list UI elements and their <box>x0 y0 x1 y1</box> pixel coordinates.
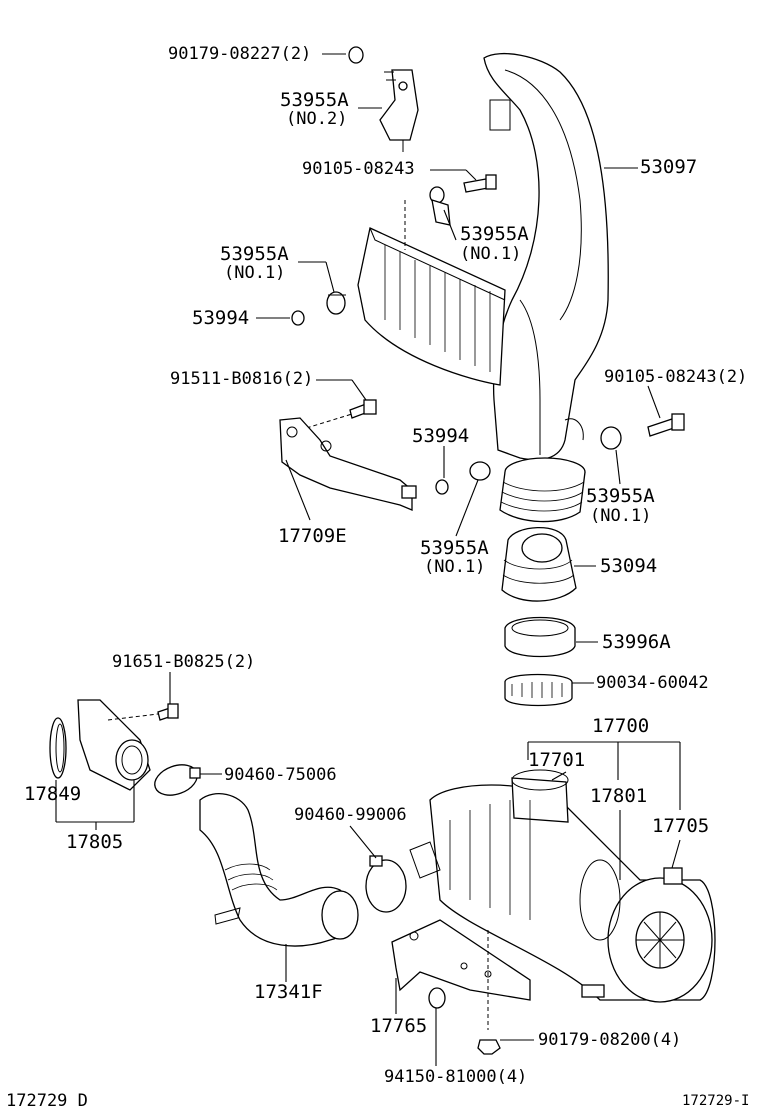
label-91651-b0825: 91651-B0825(2) <box>112 652 256 672</box>
label-17709e: 17709E <box>278 525 347 547</box>
washer-53994-lower <box>435 479 449 495</box>
label-53094: 53094 <box>600 555 658 577</box>
label-17701: 17701 <box>528 749 586 771</box>
label-90034-60042: 90034-60042 <box>596 673 709 693</box>
grommet-53955a-no1-upper <box>429 186 451 226</box>
bolt-90105-08243 <box>463 174 497 193</box>
label-53955a-no1-c-sub: (NO.1) <box>424 557 486 577</box>
label-17705: 17705 <box>652 815 710 837</box>
heat-shield <box>357 227 506 386</box>
label-53955a-no1-d-sub: (NO.1) <box>590 506 652 526</box>
bracket-53955a-no2 <box>379 69 419 152</box>
label-90105-08243: 90105-08243 <box>302 159 415 179</box>
label-17805: 17805 <box>66 831 124 853</box>
grommet-53955a-no1-right <box>600 426 622 450</box>
label-90179-08227: 90179-08227(2) <box>168 44 312 64</box>
label-17801: 17801 <box>590 785 648 807</box>
grommet-53955a-no1-left <box>326 291 346 315</box>
grommet-53955a-no1-mid <box>469 461 491 481</box>
nut-90179-08200 <box>477 1039 501 1055</box>
bolt-90105-08243-2 <box>647 413 685 437</box>
label-53955a-no2-sub: (NO.2) <box>286 109 348 129</box>
clamp-90460-99006 <box>365 855 407 913</box>
label-53996a: 53996A <box>602 631 671 653</box>
gasket-17849 <box>49 717 67 779</box>
label-90105-08243-2: 90105-08243(2) <box>604 367 748 387</box>
label-53955a-no1-d: 53955A <box>586 485 655 507</box>
label-17849: 17849 <box>24 783 82 805</box>
bracket-17765 <box>391 919 531 1001</box>
label-94150-81000: 94150-81000(4) <box>384 1067 528 1087</box>
clamp-90460-75006 <box>154 764 201 796</box>
label-17765: 17765 <box>370 1015 428 1037</box>
bracket-17709e <box>279 417 417 511</box>
washer-53994-upper <box>291 310 305 326</box>
bolt-91651-b0825 <box>157 703 179 721</box>
label-53955a-no1-b-sub: (NO.1) <box>224 263 286 283</box>
band-90034-60042 <box>504 673 573 707</box>
label-17341f: 17341F <box>254 981 323 1003</box>
inlet-17805 <box>77 699 151 791</box>
label-53955a-no1-b: 53955A <box>220 243 289 265</box>
cap-53094 <box>501 527 577 602</box>
label-53955a-no1-a-sub: (NO.1) <box>460 244 522 264</box>
hose-17341f <box>199 793 359 947</box>
label-90460-99006: 90460-99006 <box>294 805 407 825</box>
nut-94150-81000 <box>428 987 446 1009</box>
diagram-code-right: 172729-I <box>682 1093 750 1109</box>
label-91511-b0816: 91511-B0816(2) <box>170 369 314 389</box>
leader-lines <box>55 53 681 1066</box>
nut-90179-08227 <box>348 46 364 64</box>
bolt-91511-b0816 <box>349 399 377 419</box>
label-17700: 17700 <box>592 715 650 737</box>
diagram-code-left: 172729 D <box>6 1091 88 1111</box>
label-53994-upper: 53994 <box>192 307 250 329</box>
label-90460-75006: 90460-75006 <box>224 765 337 785</box>
label-53994-lower: 53994 <box>412 425 470 447</box>
air-cleaner-17700 <box>409 769 716 1003</box>
label-53955a-no1-a: 53955A <box>460 223 529 245</box>
label-53955a-no2: 53955A <box>280 89 349 111</box>
label-53955a-no1-c: 53955A <box>420 537 489 559</box>
label-53097: 53097 <box>640 156 698 178</box>
snorkel-duct-53097 <box>483 52 609 523</box>
seal-53996a <box>504 616 576 658</box>
label-90179-08200: 90179-08200(4) <box>538 1030 682 1050</box>
